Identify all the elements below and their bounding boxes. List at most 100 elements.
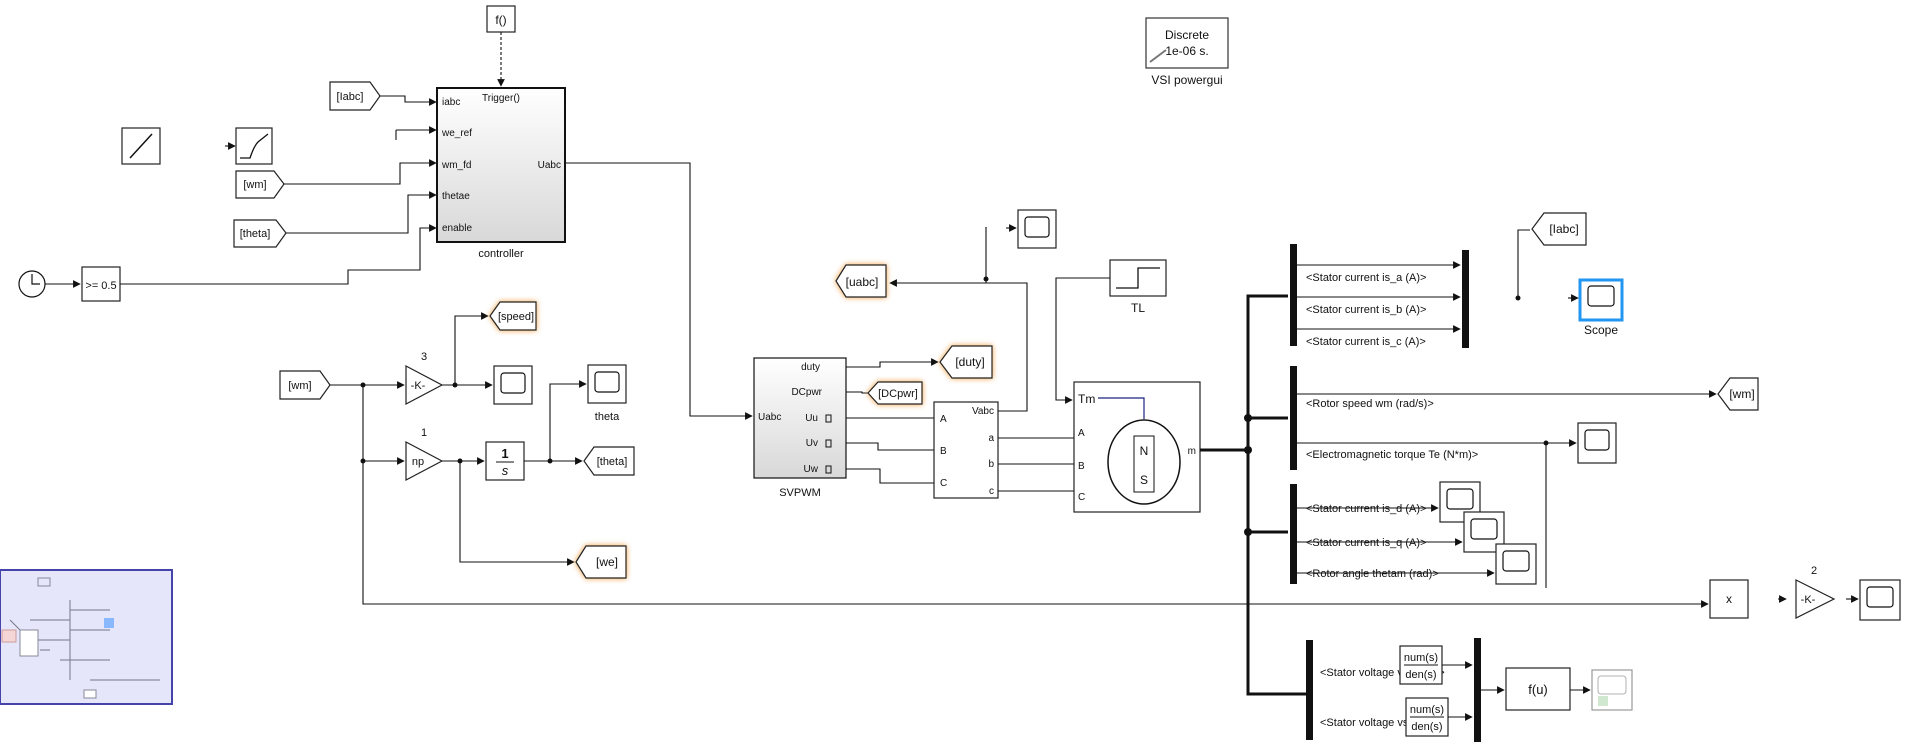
- goto-uabc-label: [uabc]: [846, 275, 879, 289]
- goto-iabc-out-label: [Iabc]: [1549, 222, 1578, 236]
- from-wm-tag[interactable]: [wm]: [235, 170, 285, 199]
- scope-vabc[interactable]: [1017, 209, 1057, 249]
- goto-we-tag[interactable]: [we]: [575, 545, 627, 579]
- saturation-block[interactable]: [235, 127, 273, 165]
- pmsm-out-m: m: [1188, 446, 1196, 457]
- inverter-out-a: a: [988, 433, 994, 444]
- inverter-block[interactable]: A B C Vabc a b c: [933, 401, 999, 499]
- controller-block[interactable]: Trigger() iabc we_ref wm_fd thetae enabl…: [436, 87, 566, 260]
- display-block[interactable]: [1591, 669, 1633, 711]
- wire-tl: [1055, 277, 1110, 404]
- branch-point: [360, 458, 366, 464]
- inverter-in-b: B: [940, 446, 947, 457]
- integrator-block[interactable]: 1 s: [485, 441, 525, 481]
- bus1-signal-2: <Stator current is_b (A)>: [1306, 304, 1426, 316]
- goto-uabc-tag[interactable]: [uabc]: [835, 264, 887, 298]
- scope-theta-label: theta: [595, 411, 620, 423]
- pmsm-port-a: A: [1078, 428, 1085, 439]
- from-wm-source-label: [wm]: [288, 380, 311, 392]
- fcn-u-block[interactable]: f(u): [1505, 667, 1571, 711]
- scope-icon: [1584, 429, 1610, 451]
- scope-te[interactable]: [1577, 422, 1617, 464]
- wire-m-to-bus1: [1246, 294, 1288, 450]
- wire-uabc-ctrl: [565, 162, 753, 420]
- scope-thetam[interactable]: [1495, 543, 1537, 585]
- ramp-icon: [129, 133, 153, 159]
- wire-vabc: [889, 279, 1028, 412]
- gain-np-block[interactable]: 1 np: [405, 427, 444, 481]
- controller-in-wm-fd: wm_fd: [441, 160, 471, 171]
- scope-icon: [1024, 216, 1050, 238]
- from-iabc-label: [Iabc]: [337, 91, 364, 103]
- gain-k-value: 3: [421, 351, 427, 363]
- scope-icon: [1446, 488, 1474, 510]
- clock-block[interactable]: [18, 270, 46, 298]
- step-tl-block[interactable]: [1109, 259, 1167, 297]
- scope-isq[interactable]: [1463, 511, 1505, 553]
- clock-icon: [31, 274, 40, 285]
- from-wm-label: [wm]: [243, 179, 266, 191]
- mux-iabc[interactable]: [1462, 250, 1469, 348]
- transfer-fcn-1[interactable]: num(s) den(s): [1399, 645, 1443, 685]
- pmsm-block[interactable]: Tm A B C m N S: [1073, 381, 1201, 513]
- branch-point: [1244, 414, 1252, 422]
- scope-power[interactable]: [1859, 579, 1901, 621]
- display-percent-icon: [1598, 696, 1608, 706]
- powergui-block[interactable]: Discrete 1e-06 s. VSI powergui: [1145, 17, 1229, 87]
- goto-speed-tag[interactable]: [speed]: [489, 301, 537, 331]
- from-wm-source-tag[interactable]: [wm]: [279, 370, 331, 400]
- goto-duty-label: [duty]: [955, 355, 984, 369]
- integrator-num: 1: [501, 446, 508, 461]
- bus3-signal-1: <Stator current is_d (A)>: [1306, 503, 1426, 515]
- scope-icon: [1502, 550, 1530, 572]
- scope-icon: [594, 371, 620, 393]
- scope-speed[interactable]: [493, 365, 533, 405]
- bus3-signal-2: <Stator current is_q (A)>: [1306, 537, 1426, 549]
- from-theta-tag[interactable]: [theta]: [233, 219, 287, 248]
- goto-dcpwr-tag[interactable]: [DCpwr]: [867, 381, 923, 405]
- goto-theta-tag[interactable]: [theta]: [583, 446, 635, 476]
- ramp-block[interactable]: [121, 127, 161, 165]
- wire-wm-to-np: [362, 385, 405, 465]
- svpwm-block[interactable]: Uabc duty DCpwr Uu Uv Uw SVPWM: [753, 357, 847, 499]
- fcn-call-generator[interactable]: f(): [486, 5, 516, 33]
- bus3-signal-3: <Rotor angle thetam (rad)>: [1306, 568, 1439, 580]
- model-browser-thumbnail[interactable]: [0, 569, 173, 705]
- scope-iabc[interactable]: [1578, 278, 1624, 322]
- fcn-u-label: f(u): [1528, 682, 1548, 697]
- gain-k-block[interactable]: 3 -K-: [405, 351, 444, 405]
- wire-wm-to-product: [362, 461, 1709, 608]
- controller-in-thetae: thetae: [442, 191, 470, 202]
- powergui-wrench-icon: [1149, 49, 1167, 63]
- gain-k2-block[interactable]: 2 -K-: [1795, 565, 1836, 619]
- product-block[interactable]: x: [1709, 579, 1749, 619]
- goto-wm-out-tag[interactable]: [wm]: [1717, 377, 1759, 411]
- scope-theta[interactable]: [587, 364, 627, 404]
- wire-uv: [846, 442, 934, 451]
- tf2-num: num(s): [1410, 704, 1444, 716]
- compare-to-constant-block[interactable]: >= 0.5: [81, 266, 121, 302]
- wire-dcpwr: [846, 391, 868, 394]
- wire-thetae: [286, 191, 437, 234]
- bus-selector-2[interactable]: [1290, 366, 1297, 470]
- wire-a: [998, 433, 1075, 439]
- bus-selector-4[interactable]: [1306, 640, 1313, 740]
- transfer-fcn-2[interactable]: num(s) den(s): [1405, 697, 1449, 737]
- goto-duty-tag[interactable]: [duty]: [939, 345, 993, 379]
- wire-wm-fd: [284, 159, 437, 185]
- fcn-call-label: f(): [495, 13, 506, 27]
- step-icon: [1116, 267, 1160, 289]
- wire-m-to-bus3: [1246, 450, 1288, 534]
- pmsm-port-b: B: [1078, 461, 1085, 472]
- bus-selector-3[interactable]: [1290, 484, 1297, 584]
- svpwm-in-uabc: Uabc: [758, 412, 781, 423]
- goto-iabc-out-tag[interactable]: [Iabc]: [1531, 212, 1587, 246]
- bus-selector-1[interactable]: [1290, 244, 1297, 346]
- step-tl-caption: TL: [1131, 301, 1145, 315]
- from-iabc-tag[interactable]: [Iabc]: [329, 81, 381, 111]
- gain-k2-label: -K-: [1801, 594, 1816, 606]
- wire-m-to-bus4: [1246, 532, 1308, 696]
- controller-in-we-ref: we_ref: [441, 128, 472, 139]
- mux-vdq[interactable]: [1474, 638, 1481, 742]
- bus1-signal-3: <Stator current is_c (A)>: [1306, 336, 1426, 348]
